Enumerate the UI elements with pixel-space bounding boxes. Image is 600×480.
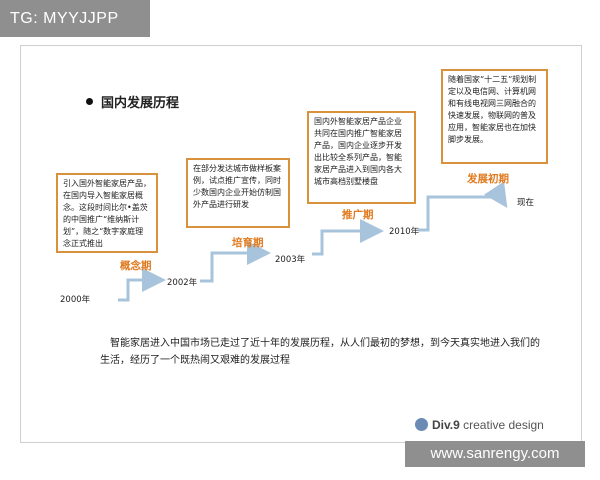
brand-name: Div.9 <box>432 418 460 432</box>
phase-box-1: 引入国外智能家居产品，在国内导入智能家居概念。这段时间比尔•盖茨的中国推广“维纳… <box>56 173 158 253</box>
summary-caption: 智能家居进入中国市场已走过了近十年的发展历程，从人们最初的梦想，到今天真实地进入… <box>100 338 540 366</box>
phase-label-3: 推广期 <box>342 209 374 221</box>
tag-banner: TG: MYYJJPP <box>0 0 150 37</box>
phase-text-1: 引入国外智能家居产品，在国内导入智能家居概念。这段时间比尔•盖茨的中国推广“维纳… <box>63 179 151 248</box>
phase-label-4: 发展初期 <box>467 173 509 185</box>
phase-label-1: 概念期 <box>120 260 152 272</box>
slide-title: 国内发展历程 <box>86 92 179 111</box>
year-label-4: 2010年 <box>389 227 420 237</box>
phase-box-4: 随着国家“十二五”规划制定以及电信网、计算机网和有线电视网三网融合的快速发展，物… <box>441 69 548 164</box>
year-label-1: 2000年 <box>60 295 91 305</box>
year-label-2: 2002年 <box>167 278 198 288</box>
footer-brand: Div.9 creative design <box>415 418 544 432</box>
now-label: 现在 <box>517 198 535 208</box>
brand-tagline: creative design <box>463 418 544 432</box>
site-watermark: www.sanrengy.com <box>405 441 585 467</box>
tag-label: TG: MYYJJPP <box>10 10 119 27</box>
slide-title-text: 国内发展历程 <box>101 96 180 111</box>
phase-box-3: 国内外智能家居产品企业共同在国内推广智能家居产品，国内企业逐步开发出比较全系列产… <box>307 111 416 204</box>
year-label-3: 2003年 <box>275 255 306 265</box>
phase-label-2: 培育期 <box>232 237 264 249</box>
phase-text-2: 在部分发达城市做样板案例，试点推广宣传，同时少数国内企业开始仿制国外产品进行研发 <box>193 164 281 209</box>
brand-logo-icon <box>415 418 428 431</box>
phase-box-2: 在部分发达城市做样板案例，试点推广宣传，同时少数国内企业开始仿制国外产品进行研发 <box>186 158 290 228</box>
phase-text-4: 随着国家“十二五”规划制定以及电信网、计算机网和有线电视网三网融合的快速发展，物… <box>448 75 537 144</box>
phase-text-3: 国内外智能家居产品企业共同在国内推广智能家居产品，国内企业逐步开发出比较全系列产… <box>314 117 402 186</box>
bullet-icon <box>86 98 93 105</box>
